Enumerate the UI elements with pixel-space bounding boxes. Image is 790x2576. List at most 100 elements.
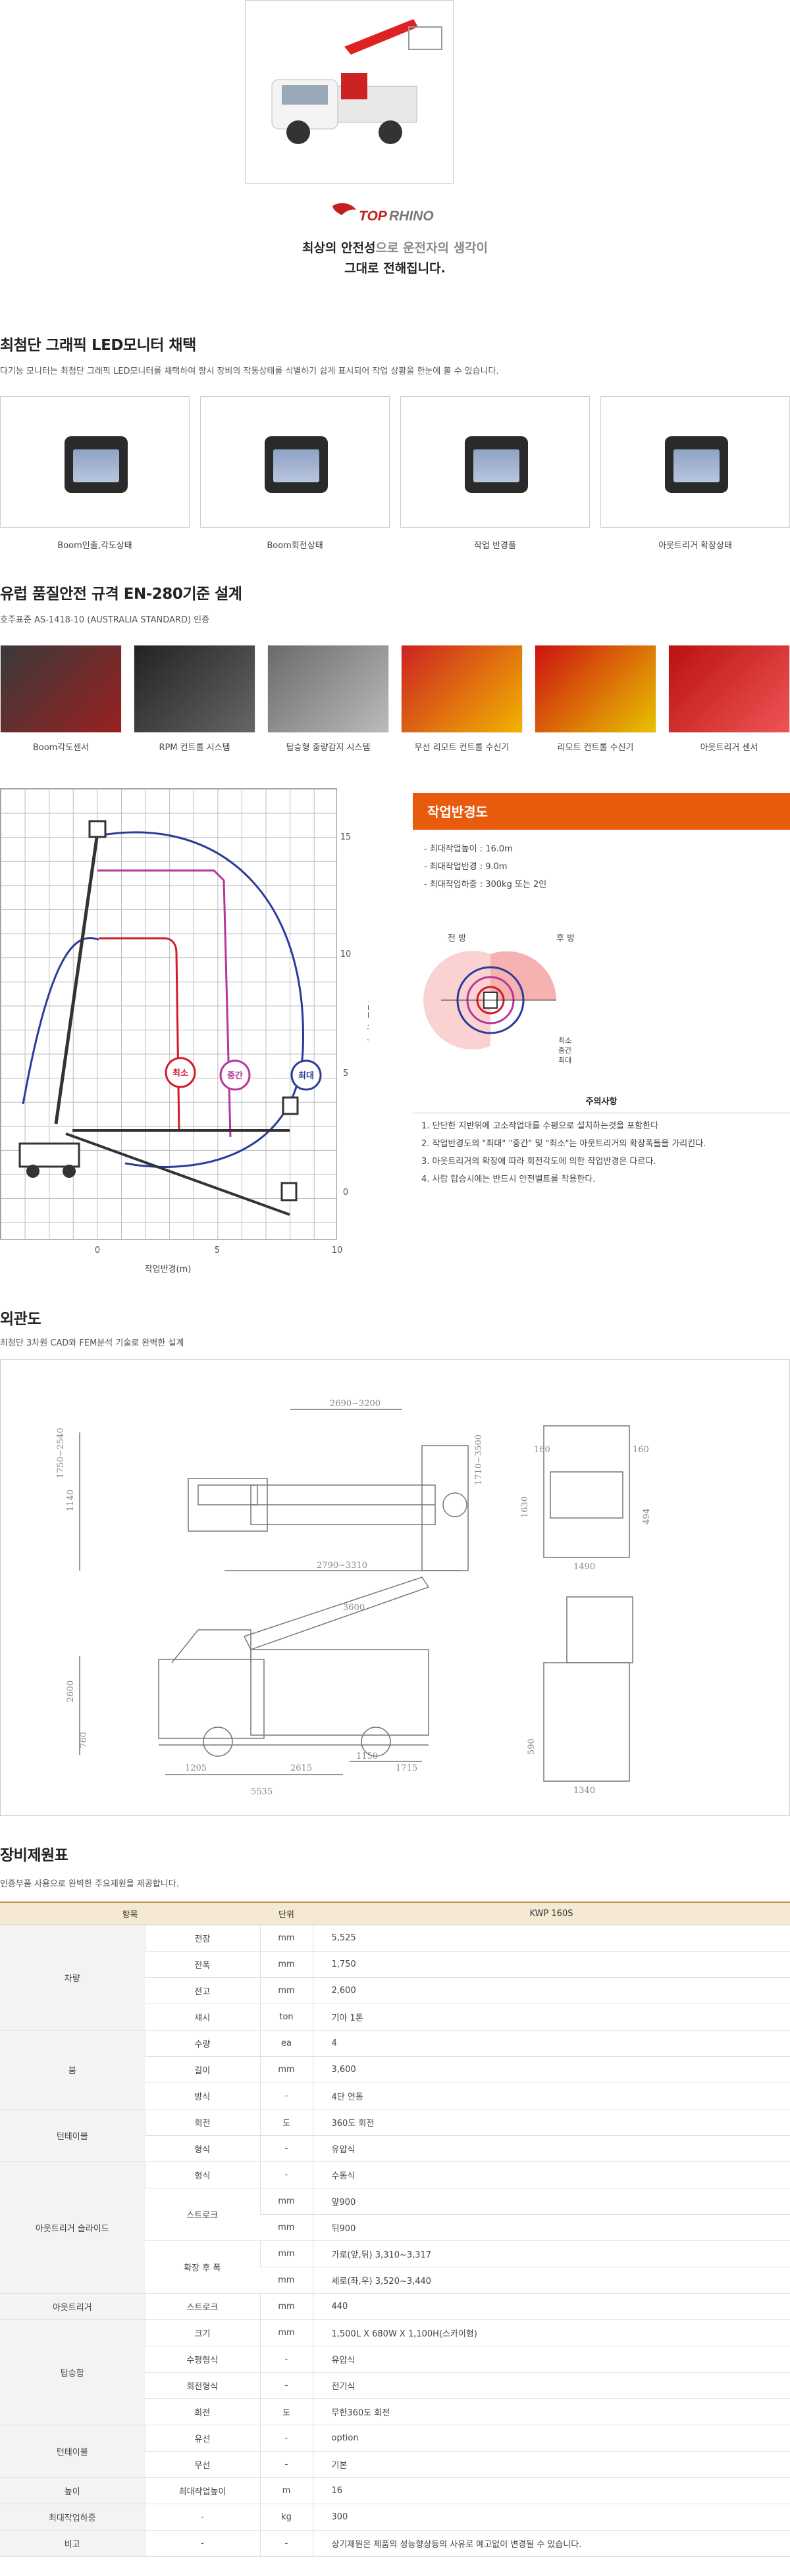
y-tick-label: 0 xyxy=(343,1188,348,1198)
spec-line: - 최대작업높이 : 16.0m xyxy=(424,844,513,854)
dim-label: 1630 xyxy=(520,1496,530,1518)
row-unit: mm xyxy=(259,1951,313,1978)
row-value: 5,525 xyxy=(312,1925,790,1952)
row-category: 비고 xyxy=(0,2530,145,2557)
row-item: - xyxy=(144,2504,260,2531)
row-unit: ea xyxy=(259,2030,313,2057)
row-unit: 도 xyxy=(259,2109,313,2136)
row-unit: mm xyxy=(259,2319,313,2346)
row-value: 3,600 xyxy=(312,2056,790,2083)
row-unit: mm xyxy=(259,1925,313,1952)
x-tick-label: 0 xyxy=(95,1246,100,1255)
safety-caption: 아웃트리거 센서 xyxy=(700,743,758,753)
row-value: 유압식 xyxy=(312,2135,790,2162)
work-range-title: 작업반경도 xyxy=(413,793,790,830)
row-item: 스트로크 xyxy=(144,2293,260,2320)
curve-max xyxy=(98,831,304,1168)
row-unit: - xyxy=(259,2451,313,2478)
row-item: 형식 xyxy=(144,2161,260,2188)
row-value: 1,750 xyxy=(312,1951,790,1978)
row-item: 유선 xyxy=(144,2425,260,2452)
row-item: 전장 xyxy=(144,1925,260,1952)
dim-label: 160 xyxy=(534,1445,550,1455)
dim-label: 1490 xyxy=(573,1562,595,1572)
dim-label: 590 xyxy=(527,1738,537,1755)
dim-label: 1715 xyxy=(396,1763,417,1773)
table-row: 형식-유압식 xyxy=(0,2135,790,2162)
row-item: 무선 xyxy=(145,2451,260,2478)
row-value: 4 xyxy=(312,2030,790,2057)
safety-caption: Boom각도센서 xyxy=(32,743,90,753)
row-item: 확장 후 폭 xyxy=(145,2240,260,2294)
safety-caption: 리모트 컨트롤 수신기 xyxy=(557,743,634,753)
row-unit: mm xyxy=(259,2293,313,2320)
notes-title: 주의사항 xyxy=(413,1094,790,1113)
row-unit: - xyxy=(259,2135,313,2162)
slogan-light: 으로 운전자의 생각이 xyxy=(375,241,488,255)
x-tick-label: 5 xyxy=(215,1246,220,1255)
table-row: 회전형식-전기식 xyxy=(0,2372,790,2399)
monitor-caption: Boom인출,각도상태 xyxy=(57,541,132,551)
row-unit: mm xyxy=(259,2240,313,2267)
row-unit: mm xyxy=(259,1977,313,2004)
row-category: 턴테이블 xyxy=(0,2109,145,2162)
row-value: 앞900 xyxy=(312,2188,790,2215)
safety-photo-5 xyxy=(535,645,656,733)
chart-label-min: 최소 xyxy=(172,1069,188,1078)
note-item: 4. 사람 탑승시에는 반드시 안전벨트를 착용한다. xyxy=(421,1174,596,1184)
safety-photo-4 xyxy=(401,645,523,733)
row-unit: - xyxy=(259,2083,313,2109)
dim-label: 2690~3200 xyxy=(330,1399,381,1409)
table-row: 비고--상기제원은 제품의 성능향상등의 사유로 예고없이 변경될 수 있습니다… xyxy=(0,2530,790,2557)
row-category: 아웃트리거 슬라이드 xyxy=(0,2161,145,2294)
row-unit: mm xyxy=(259,2056,313,2083)
dim-label: 1340 xyxy=(573,1786,595,1796)
row-item: 전고 xyxy=(145,1977,260,2004)
dim-label: 5535 xyxy=(251,1787,273,1797)
row-unit: ton xyxy=(259,2004,313,2031)
note-item: 3. 아웃트리거의 확장에 따라 회전각도에 의한 작업반경은 다르다. xyxy=(421,1157,656,1167)
safety-title: 유럽 품질안전 규격 EN-280기준 설계 xyxy=(0,586,242,603)
row-value: 2,600 xyxy=(312,1977,790,2004)
col-header-item: 항목 xyxy=(0,1902,260,1925)
row-value: 16 xyxy=(312,2477,790,2504)
row-category: 붐 xyxy=(0,2030,145,2109)
dim-label: 1205 xyxy=(185,1763,207,1773)
row-category: 최대작업하중 xyxy=(0,2504,145,2531)
table-row: 방식-4단 연동 xyxy=(0,2083,790,2109)
svg-text:TOP: TOP xyxy=(359,209,388,224)
x-axis-label: 작업반경(m) xyxy=(145,1265,192,1275)
row-item: 방식 xyxy=(145,2083,260,2109)
y-tick-label: 5 xyxy=(343,1069,348,1078)
row-value: 가로(앞,뒤) 3,310~3,317 xyxy=(312,2240,790,2267)
y-tick-label: 10 xyxy=(340,949,352,959)
row-value: 세로(좌,우) 3,520~3,440 xyxy=(312,2267,790,2294)
row-item: 회전형식 xyxy=(145,2372,260,2399)
y-axis-label: 작업높이(m) xyxy=(366,996,369,1042)
rotation-range-diagram: 전 방 후 방 최소 중간 최대 xyxy=(423,934,575,1065)
cad-drawing: 2690~3200 2790~3310 1750~2540 1140 1710~… xyxy=(56,1399,652,1797)
dim-label: 2615 xyxy=(290,1763,312,1773)
col-header-model: KWP 160S xyxy=(313,1902,790,1925)
row-unit: mm xyxy=(259,2188,313,2215)
drawing-title: 외관도 xyxy=(0,1311,41,1328)
dim-label: 2790~3310 xyxy=(317,1561,367,1571)
row-unit: m xyxy=(259,2477,313,2504)
toprhino-logo: TOP RHINO xyxy=(326,201,464,227)
row-value: 수동식 xyxy=(312,2161,790,2188)
row-category: 높이 xyxy=(0,2477,145,2504)
row-value: 전기식 xyxy=(312,2372,790,2399)
row-unit: mm xyxy=(260,2267,313,2294)
row-item: 섀시 xyxy=(145,2004,260,2031)
